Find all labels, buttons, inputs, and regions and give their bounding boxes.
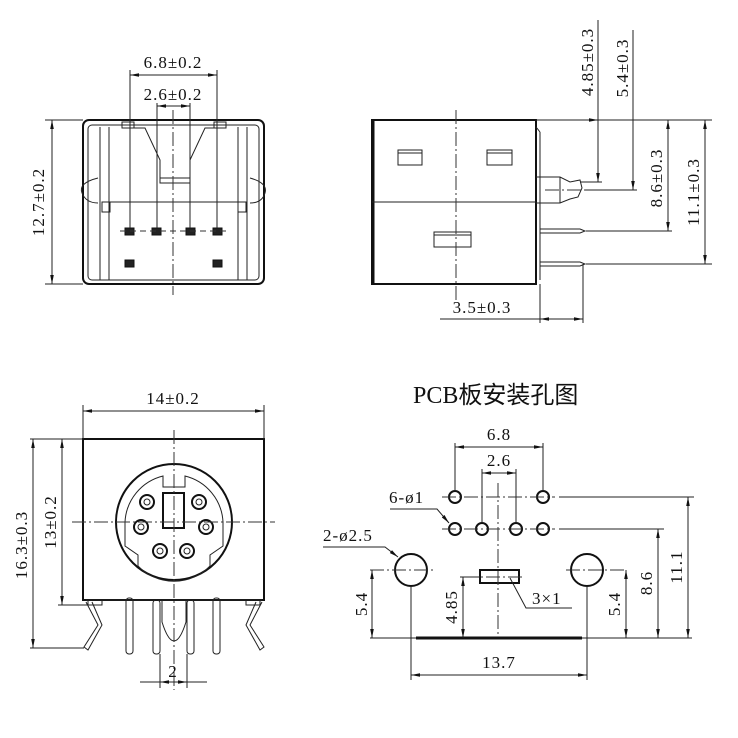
dim-mount-height-right: 5.4 xyxy=(605,592,624,616)
socket-pin xyxy=(179,543,195,559)
front-leg-right xyxy=(245,601,265,651)
pcb-layout: PCB板安装孔图 6.8 2.6 6-ø1 xyxy=(323,382,694,680)
dim-pcb-inner-pitch: 2.6 xyxy=(487,451,511,470)
side-latch-window xyxy=(433,231,472,248)
side-latch-window xyxy=(486,149,513,166)
label-mount-holes: 2-ø2.5 xyxy=(323,526,373,545)
socket-pin xyxy=(152,543,168,559)
side-view: 4.85±0.3 5.4±0.3 8.6±0.3 11.1±0.3 3.5±0.… xyxy=(371,20,712,323)
socket-pin xyxy=(198,519,214,535)
dim-row2-height: 8.6 xyxy=(637,571,656,595)
side-latch-window xyxy=(397,149,423,166)
socket-pins xyxy=(133,494,214,559)
pcb-layout-title: PCB板安装孔图 xyxy=(413,382,578,409)
dim-pcb-outer-pitch: 6.8 xyxy=(487,425,511,444)
dim-pin-row2: 8.6±0.3 xyxy=(647,149,666,208)
dim-width-outer: 6.8±0.2 xyxy=(144,53,203,72)
front-peg xyxy=(161,600,187,642)
dim-width-inner: 2.6±0.2 xyxy=(144,85,203,104)
front-view: 14±0.2 16.3±0.3 13±0.2 2 xyxy=(12,389,275,690)
front-pin xyxy=(152,599,161,655)
label-slot: 3×1 xyxy=(532,589,562,608)
front-leg-left xyxy=(83,601,103,651)
top-view: 6.8±0.2 2.6±0.2 12.7±0.2 xyxy=(29,53,266,295)
dim-pin-row3: 11.1±0.3 xyxy=(684,158,703,226)
dim-height: 12.7±0.2 xyxy=(29,168,48,236)
socket-pin xyxy=(139,494,155,510)
dim-front-width: 14±0.2 xyxy=(146,389,200,408)
left-clip xyxy=(80,177,99,204)
front-pin xyxy=(186,599,195,655)
socket-pin xyxy=(191,494,207,510)
key-slot xyxy=(133,127,216,184)
side-pin xyxy=(540,228,587,234)
right-clip xyxy=(249,177,266,204)
side-pin xyxy=(540,261,587,267)
top-view-inner-wall xyxy=(87,124,260,281)
front-pin xyxy=(212,597,221,655)
dim-slot-height: 4.85 xyxy=(442,590,461,624)
dim-pin-length: 3.5±0.3 xyxy=(453,298,512,317)
dim-pin-row1: 5.4±0.3 xyxy=(613,39,632,98)
dim-row1-height: 11.1 xyxy=(667,550,686,583)
pin xyxy=(212,259,223,268)
front-pin xyxy=(125,597,134,655)
dim-front-height-body: 13±0.2 xyxy=(41,495,60,549)
dim-peg-offset: 4.85±0.3 xyxy=(578,28,597,96)
dim-mount-height-left: 5.4 xyxy=(352,592,371,616)
locating-peg xyxy=(536,176,583,204)
socket-pin xyxy=(133,519,149,535)
dim-front-height-total: 16.3±0.3 xyxy=(12,511,31,579)
pin xyxy=(124,259,135,268)
dim-pin-pitch: 2 xyxy=(168,662,178,681)
label-signal-holes: 6-ø1 xyxy=(389,488,424,507)
socket-insert xyxy=(124,475,224,582)
dim-mount-spacing: 13.7 xyxy=(482,653,516,672)
